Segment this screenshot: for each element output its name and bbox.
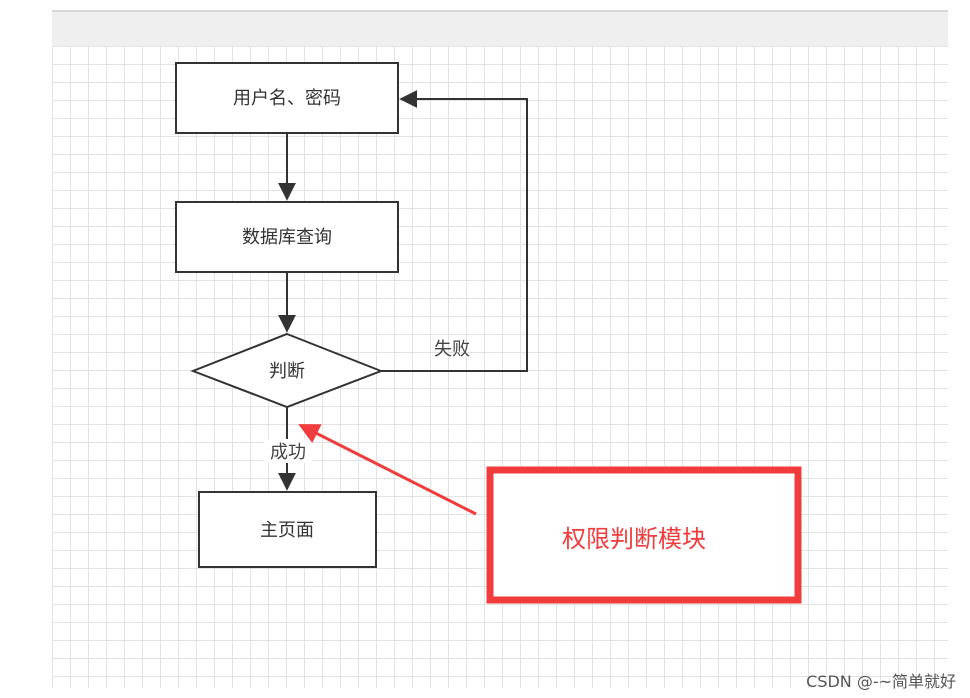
login-node: 用户名、密码: [175, 62, 399, 134]
query-node-label: 数据库查询: [242, 227, 332, 248]
callout-label: 权限判断模块: [562, 525, 706, 553]
callout-arrow: [298, 424, 477, 516]
toolbar-strip: [52, 10, 948, 46]
fail-edge-label: 失败: [434, 339, 470, 360]
decision-node: 判断: [190, 332, 384, 409]
success-edge-label: 成功: [270, 442, 306, 463]
home-node: 主页面: [198, 491, 377, 568]
callout-box: 权限判断模块: [486, 466, 802, 604]
home-node-label: 主页面: [260, 520, 314, 541]
login-node-label: 用户名、密码: [233, 88, 341, 109]
watermark: CSDN @-~简单就好: [806, 672, 956, 691]
success-label-bg: [264, 439, 312, 463]
decision-node-label: 判断: [269, 361, 305, 382]
query-node: 数据库查询: [175, 201, 399, 273]
edge-fail-loop: [381, 90, 528, 372]
